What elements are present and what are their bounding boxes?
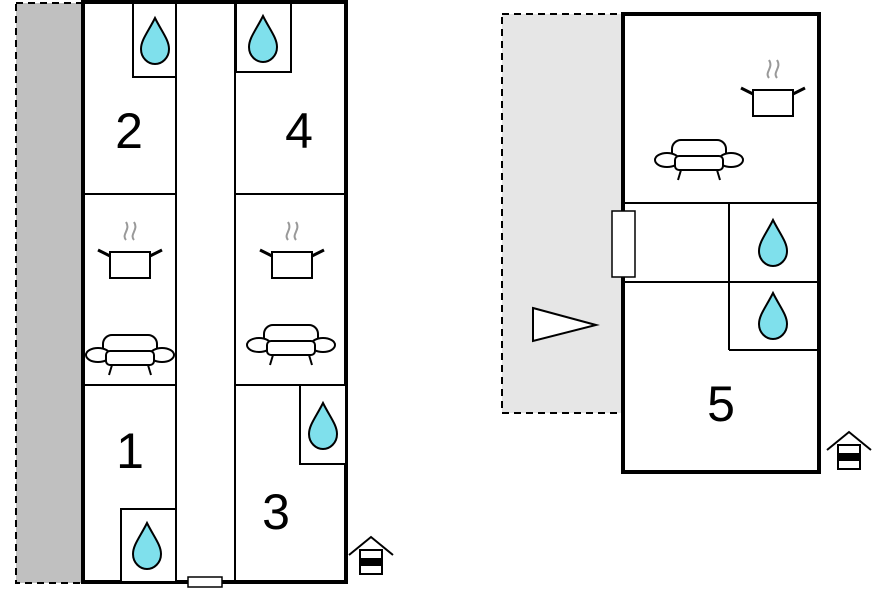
terrace-a xyxy=(15,2,83,584)
building-a: 2 4 1 3 xyxy=(15,0,394,588)
room-number-4: 4 xyxy=(285,103,313,159)
building-b: 5 xyxy=(501,12,872,474)
bathroom-room-4 xyxy=(235,2,292,73)
bathroom-room-3 xyxy=(299,384,347,465)
building-a-outline xyxy=(81,0,348,584)
sofa-icon xyxy=(85,334,175,376)
cooking-pot-icon xyxy=(739,58,807,118)
sofa-icon xyxy=(654,139,744,181)
room-number-2: 2 xyxy=(115,103,143,159)
sofa-icon xyxy=(246,324,336,366)
bathroom-room-1 xyxy=(120,508,177,583)
house-entrance-icon xyxy=(348,536,394,575)
entrance-door-b xyxy=(611,210,636,278)
terrace-b xyxy=(501,13,625,414)
room-number-5: 5 xyxy=(707,376,735,432)
room-number-1: 1 xyxy=(116,423,144,479)
water-drop-icon xyxy=(758,219,788,267)
bathroom-room-2 xyxy=(132,2,177,78)
direction-arrow-icon xyxy=(532,306,600,343)
water-drop-icon xyxy=(758,292,788,340)
cooking-pot-icon xyxy=(96,220,164,280)
entrance-door-a xyxy=(187,576,223,588)
house-entrance-icon xyxy=(826,431,872,470)
room-number-3: 3 xyxy=(262,484,290,540)
cooking-pot-icon xyxy=(258,220,326,280)
